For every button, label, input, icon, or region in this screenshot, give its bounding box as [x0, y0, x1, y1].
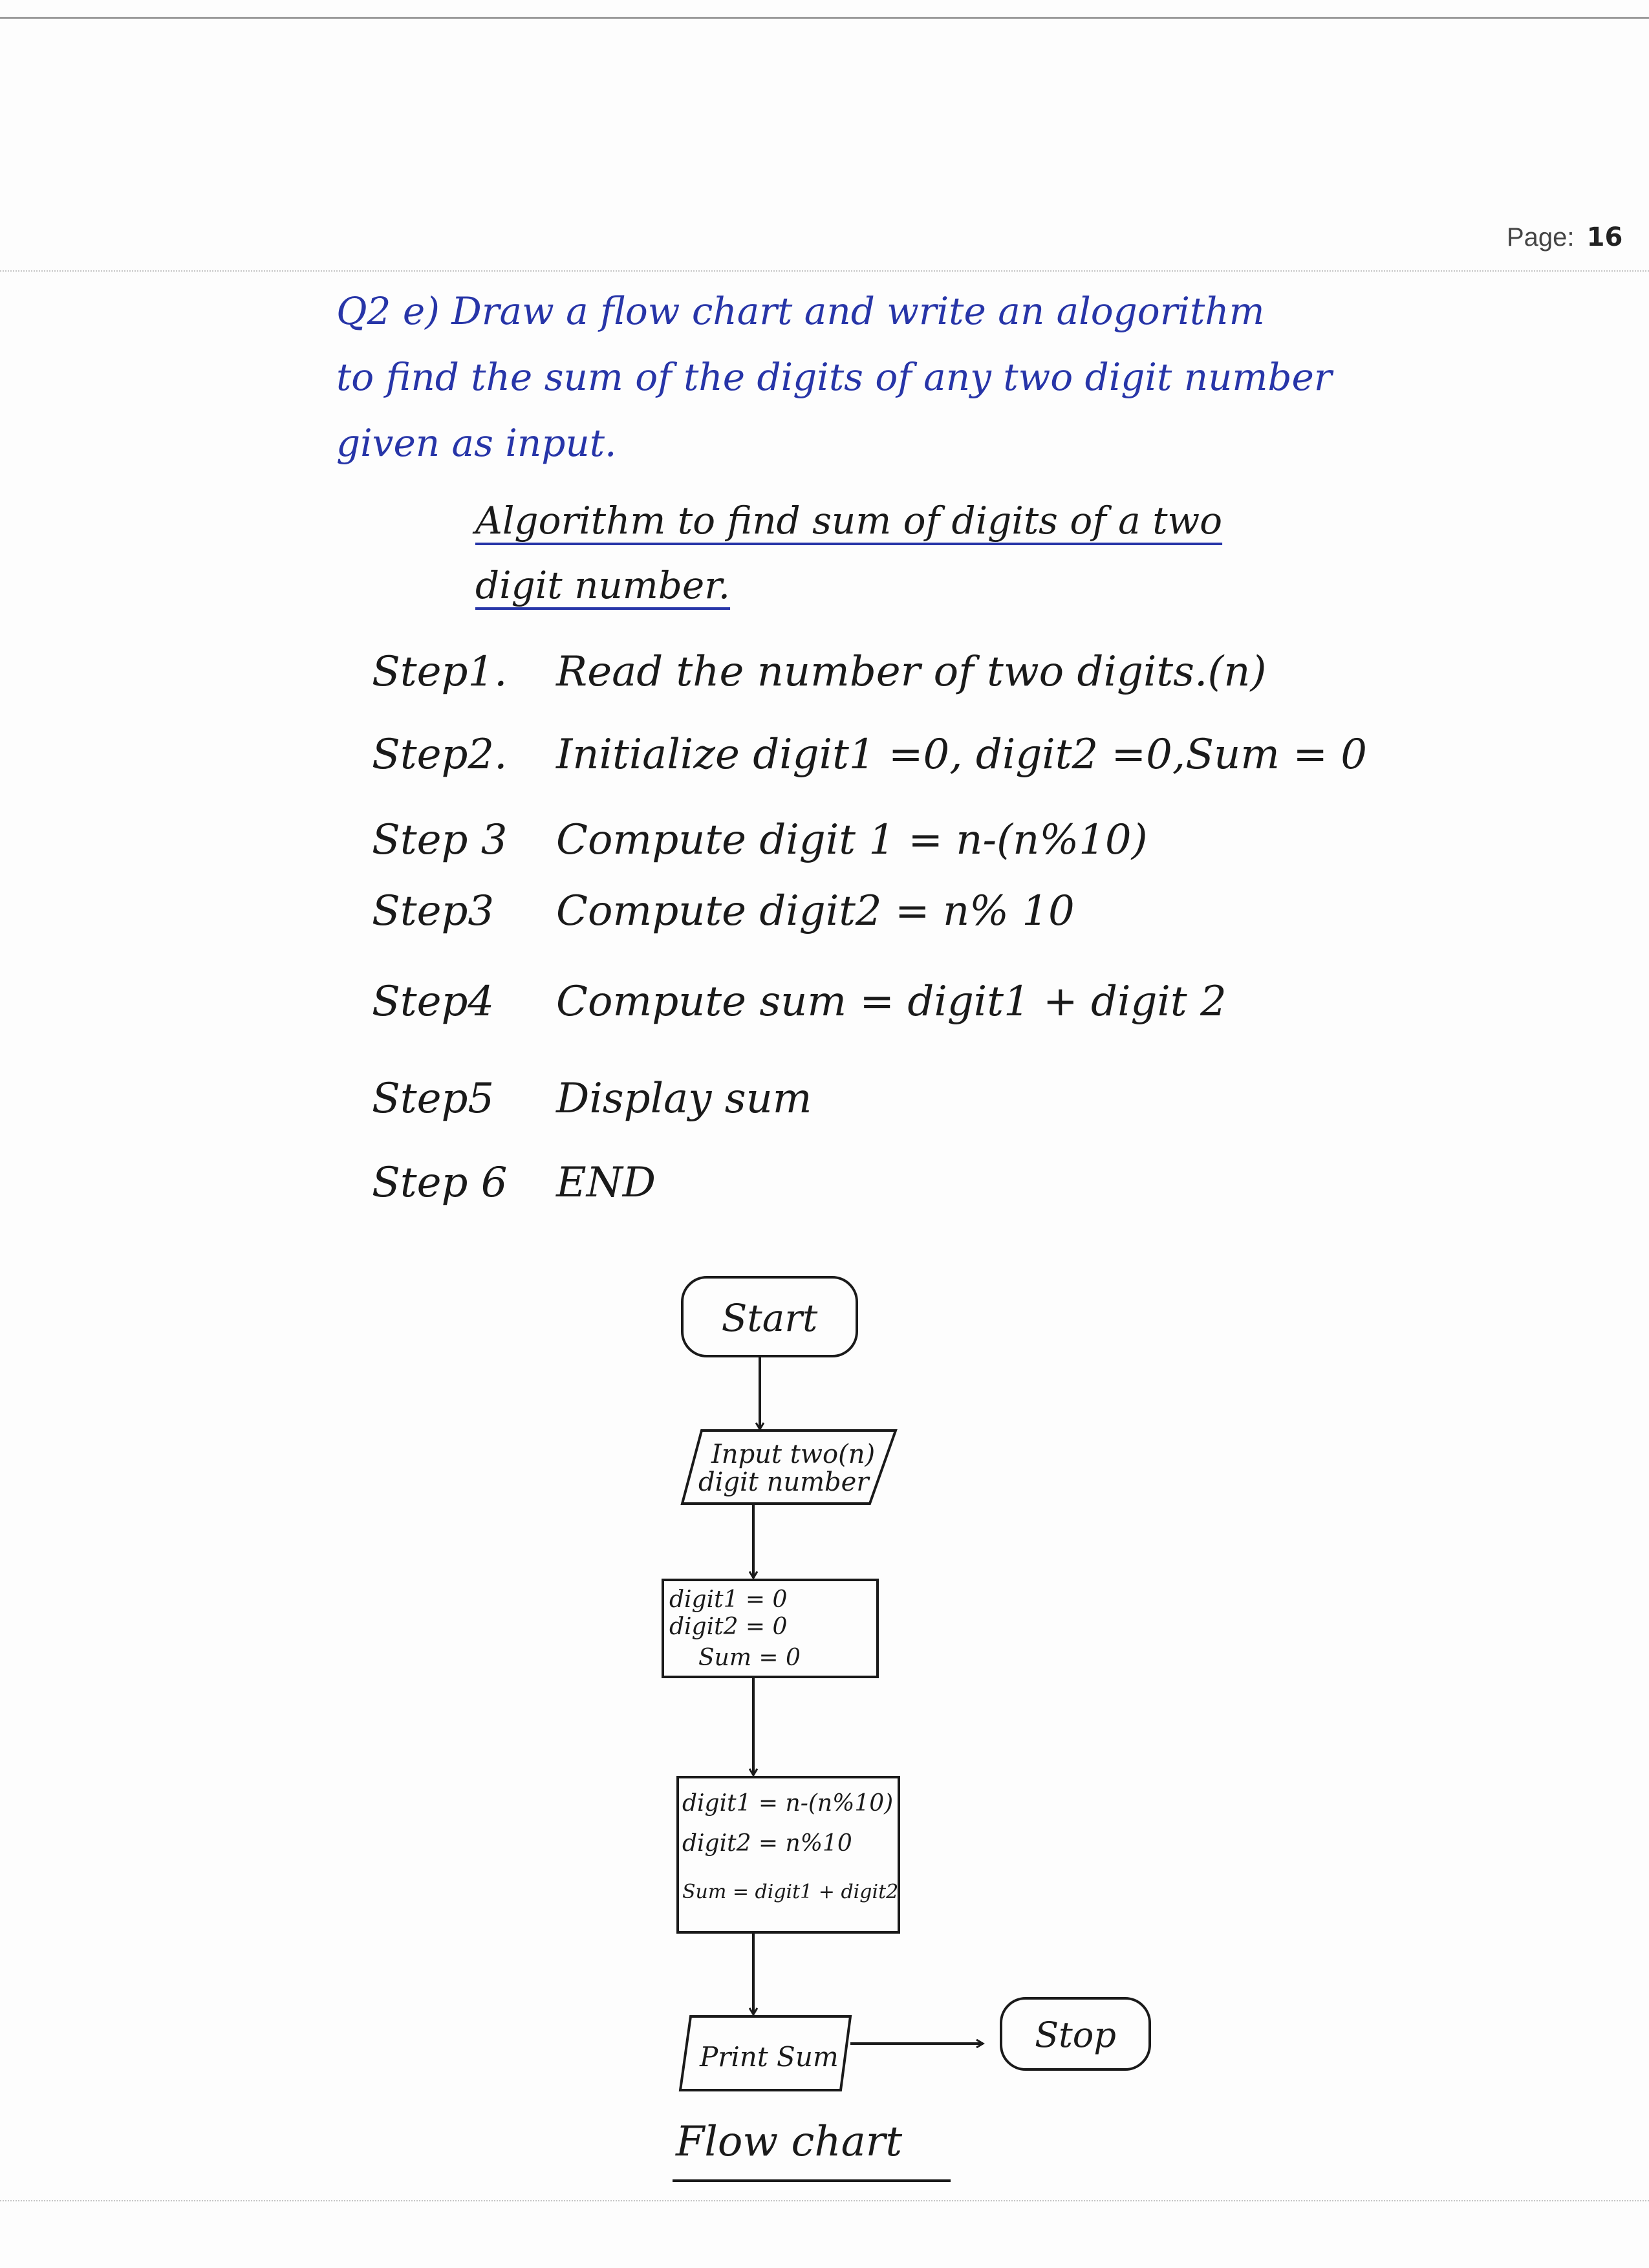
step-label: Step1.	[372, 648, 508, 696]
algorithm-heading-line: Algorithm to find sum of digits of a two	[475, 499, 1223, 543]
step-label: Step5	[372, 1075, 495, 1123]
page-number-label: Page:	[1507, 223, 1575, 252]
step-label: Step2.	[372, 731, 508, 779]
input-label: digit number	[698, 1467, 870, 1497]
step-text: Display sum	[556, 1075, 812, 1123]
step-text: Initialize digit1 =0, digit2 =0,Sum = 0	[556, 731, 1367, 779]
step-text: Compute sum = digit1 + digit 2	[556, 978, 1227, 1026]
step-label: Step 3	[372, 816, 508, 864]
print-label: Print Sum	[699, 2041, 839, 2073]
algorithm-step: Step2. Initialize digit1 =0, digit2 =0,Su…	[372, 731, 1536, 779]
scan-top-rule	[0, 17, 1649, 19]
page-number: Page: 16	[1507, 222, 1622, 252]
compute-process-box	[676, 1776, 900, 1934]
input-parallelogram	[680, 1429, 898, 1505]
start-label: Start	[722, 1296, 818, 1340]
step-label: Step4	[372, 978, 495, 1026]
print-parallelogram	[678, 2015, 852, 2091]
question-line: to find the sum of the digits of any two…	[336, 355, 1332, 399]
algorithm-step: Step1. Read the number of two digits.(n)	[372, 648, 1536, 696]
step-label: Step 6	[372, 1159, 508, 1207]
step-text: Compute digit 1 = n-(n%10)	[556, 816, 1148, 864]
step-text: END	[556, 1159, 656, 1207]
init-line: Sum = 0	[698, 1645, 801, 1671]
algorithm-step: Step4 Compute sum = digit1 + digit 2	[372, 978, 1536, 1026]
algorithm-heading: Algorithm to find sum of digits of a two…	[475, 488, 1419, 618]
step-label: Step3	[372, 887, 495, 935]
input-label: Input two(n)	[711, 1440, 875, 1469]
flowchart-caption-underline	[673, 2179, 951, 2182]
stop-label: Stop	[1035, 2014, 1116, 2055]
algorithm-step: Step 6 END	[372, 1159, 1536, 1207]
page-number-value: 16	[1586, 222, 1623, 252]
algorithm-step: Step 3 Compute digit 1 = n-(n%10)	[372, 816, 1536, 864]
compute-line: Sum = digit1 + digit2	[682, 1881, 898, 1903]
flowchart-caption: Flow chart	[676, 2118, 903, 2166]
compute-line: digit1 = n-(n%10)	[682, 1790, 893, 1817]
step-text: Compute digit2 = n% 10	[556, 887, 1075, 935]
init-line: digit1 = 0	[669, 1586, 787, 1613]
algorithm-step: Step3 Compute digit2 = n% 10	[372, 887, 1536, 935]
stop-terminal	[1000, 1997, 1151, 2071]
init-process-box	[662, 1579, 879, 1678]
init-line: digit2 = 0	[669, 1614, 787, 1640]
compute-line: digit2 = n%10	[682, 1830, 852, 1857]
question-text: Q2 e) Draw a flow chart and write an alo…	[336, 278, 1591, 476]
step-text: Read the number of two digits.(n)	[556, 648, 1267, 696]
header-rule	[0, 270, 1649, 272]
question-line: Q2 e) Draw a flow chart and write an alo…	[336, 289, 1265, 333]
question-line: given as input.	[336, 421, 617, 465]
algorithm-step: Step5 Display sum	[372, 1075, 1536, 1123]
algorithm-heading-line: digit number.	[475, 563, 731, 607]
footer-rule	[0, 2200, 1649, 2201]
start-terminal	[681, 1276, 858, 1357]
